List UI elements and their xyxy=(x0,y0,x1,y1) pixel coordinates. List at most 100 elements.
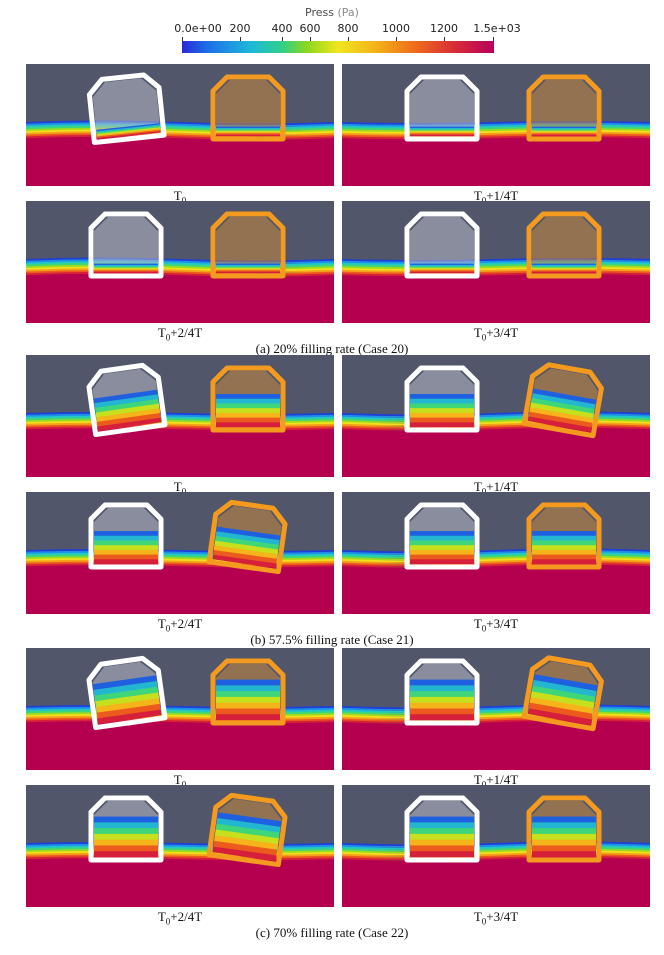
tank-liquid-band xyxy=(528,685,599,704)
tank-wall xyxy=(526,795,602,863)
left-tank xyxy=(86,72,167,145)
tank-liquid-band xyxy=(532,267,596,270)
tank-liquid-band xyxy=(532,271,596,273)
tank-liquid-band xyxy=(410,549,474,556)
tank-wall xyxy=(86,72,167,145)
tank-wall xyxy=(210,658,286,726)
colorbar-tick-mark xyxy=(182,37,183,41)
tank-liquid-band xyxy=(216,679,280,686)
tank-liquid-band xyxy=(410,839,474,846)
water-region xyxy=(342,427,650,477)
tank-liquid-band xyxy=(532,822,596,829)
tank-liquid-band xyxy=(532,263,596,266)
colorbar-tick-label: 800 xyxy=(337,22,359,35)
tank-liquid-band xyxy=(532,816,596,823)
water-region xyxy=(26,565,334,614)
pressure-field-render xyxy=(342,64,650,186)
panel-time-label: T0+3/4T xyxy=(342,909,650,927)
tank-wall xyxy=(521,655,604,732)
colorbar-tick-mark xyxy=(282,37,283,41)
tank-liquid-band xyxy=(410,679,474,686)
tank-liquid-band xyxy=(216,133,280,136)
panel-time-label: T0+2/4T xyxy=(26,909,334,927)
tank-liquid-band xyxy=(532,845,596,852)
time-base: T xyxy=(473,325,482,340)
tank-liquid-band xyxy=(94,559,158,564)
tank-liquid-band xyxy=(410,133,474,136)
tank-liquid-band xyxy=(410,271,474,273)
tank-liquid-band xyxy=(94,833,158,841)
tank-liquid-band xyxy=(529,679,600,698)
tank-liquid-band xyxy=(216,130,280,133)
tank-liquid-band xyxy=(410,845,474,852)
time-offset: +3/4T xyxy=(486,909,519,924)
tank-liquid-band xyxy=(410,696,474,704)
time-subscript: 0 xyxy=(481,486,487,497)
time-subscript: 0 xyxy=(481,779,487,790)
tank-liquid-band xyxy=(212,834,282,851)
tank-liquid-band xyxy=(216,131,280,134)
tank-liquid-band xyxy=(94,417,162,432)
time-base: T xyxy=(157,909,166,924)
simulation-panel xyxy=(342,201,650,323)
tank-wall xyxy=(86,362,168,438)
pressure-field-render xyxy=(26,785,334,907)
tank-liquid-band xyxy=(410,540,474,546)
tank-liquid-band xyxy=(532,828,596,835)
tank-liquid-band xyxy=(410,129,474,132)
tank-liquid-band xyxy=(92,403,162,419)
tank-liquid-band xyxy=(216,702,280,709)
time-subscript: 0 xyxy=(181,486,187,497)
colorbar-tick-label: 600 xyxy=(299,22,321,35)
tank-liquid-band xyxy=(91,393,162,409)
left-tank xyxy=(88,211,164,279)
right-tank xyxy=(210,211,286,279)
tank-liquid-band xyxy=(410,134,474,136)
colorbar-tick-label: 200 xyxy=(229,22,251,35)
panel-time-label: T0+2/4T xyxy=(26,325,334,343)
pressure-field-render xyxy=(26,355,334,477)
time-offset: +2/4T xyxy=(170,325,203,340)
tank-liquid-band xyxy=(91,398,162,414)
water-region xyxy=(342,137,650,186)
tank-liquid-band xyxy=(410,422,474,427)
tank-liquid-band xyxy=(94,263,158,266)
pressure-field-render xyxy=(342,492,650,614)
tank-liquid-band xyxy=(94,851,158,857)
time-base: T xyxy=(157,616,166,631)
tank-liquid-band xyxy=(213,817,284,834)
tank-liquid-band xyxy=(527,411,596,429)
time-base: T xyxy=(473,188,482,203)
tank-liquid-band xyxy=(532,545,596,551)
tank-wall xyxy=(206,499,288,575)
left-tank xyxy=(404,211,480,279)
right-tank xyxy=(206,499,288,575)
time-base: T xyxy=(173,772,182,787)
time-offset: +1/4T xyxy=(486,188,519,203)
water-region xyxy=(26,721,334,770)
tank-liquid-band xyxy=(527,406,597,424)
tank-liquid-band xyxy=(410,714,474,720)
tank-liquid-band xyxy=(216,412,280,419)
right-tank xyxy=(210,74,286,142)
right-tank xyxy=(210,658,286,726)
water-region xyxy=(26,273,334,323)
tank-wall xyxy=(88,795,164,863)
tank-liquid-band xyxy=(527,707,595,726)
time-offset: +2/4T xyxy=(170,909,203,924)
tank-liquid-band xyxy=(410,545,474,551)
tank-liquid-band xyxy=(94,709,162,725)
tank-liquid-band xyxy=(216,263,280,266)
colorbar-title: Press (Pa) xyxy=(0,6,664,19)
tank-liquid-band xyxy=(216,264,280,267)
time-base: T xyxy=(473,616,482,631)
right-tank xyxy=(526,795,602,863)
tank-liquid-band xyxy=(532,133,596,136)
tank-liquid-band xyxy=(216,270,280,273)
tank-liquid-band xyxy=(216,417,280,423)
water-region xyxy=(342,720,650,770)
tank-wall xyxy=(404,502,480,570)
tank-liquid-band xyxy=(532,129,596,132)
tank-liquid-band xyxy=(527,415,595,433)
